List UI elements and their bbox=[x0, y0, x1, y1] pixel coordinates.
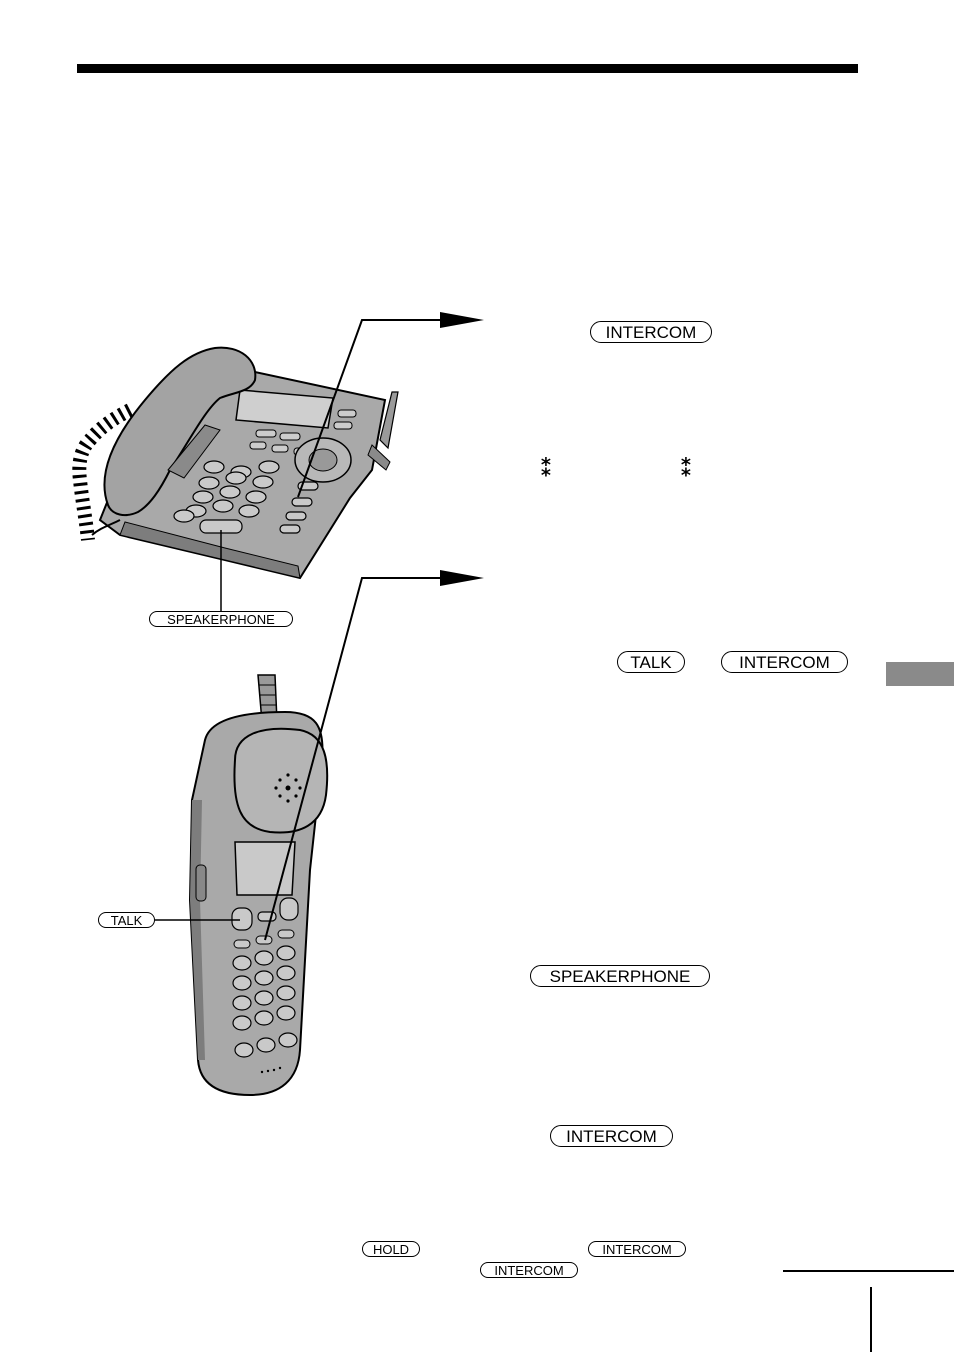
star-symbol-right: ⁑ bbox=[680, 454, 693, 482]
section-tab bbox=[886, 662, 954, 686]
hold-key-label: HOLD bbox=[362, 1241, 420, 1257]
intercom-key-label-2: INTERCOM bbox=[721, 651, 848, 673]
talk-callout-label: TALK bbox=[98, 912, 155, 928]
header-rule bbox=[77, 64, 858, 73]
intercom-key-label-4: INTERCOM bbox=[588, 1241, 686, 1257]
intercom-key-label: INTERCOM bbox=[590, 321, 712, 343]
base-unit bbox=[72, 346, 399, 580]
speakerphone-key-label: SPEAKERPHONE bbox=[530, 965, 710, 987]
star-symbol-left: ⁑ bbox=[540, 454, 553, 482]
talk-key-label: TALK bbox=[617, 651, 685, 673]
speakerphone-callout-label: SPEAKERPHONE bbox=[149, 611, 293, 627]
page-divider-rule bbox=[870, 1287, 872, 1352]
footer-rule bbox=[783, 1270, 954, 1272]
handset bbox=[188, 674, 329, 1097]
intercom-key-label-5: INTERCOM bbox=[480, 1262, 578, 1278]
intercom-key-label-3: INTERCOM bbox=[550, 1125, 673, 1147]
